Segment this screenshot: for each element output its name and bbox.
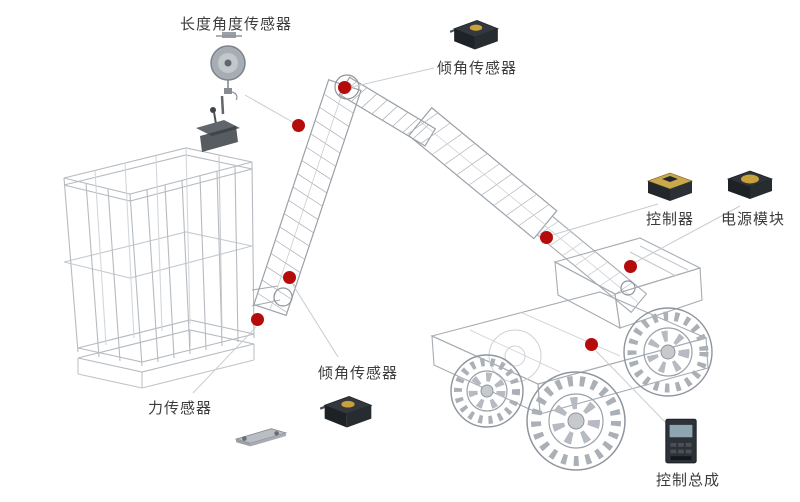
- wheel-front-left: [450, 354, 524, 428]
- marker-controller: [540, 231, 553, 244]
- label-tilt-sensor-top: 倾角传感器: [437, 60, 518, 77]
- wheel-rear-right: [623, 307, 713, 397]
- basket-console: [196, 95, 240, 152]
- draw-wire-sensor-icon: [210, 32, 246, 100]
- marker-control-assembly: [585, 338, 598, 351]
- label-tilt-sensor-bottom: 倾角传感器: [318, 365, 399, 382]
- riser-boom: [253, 78, 362, 317]
- control-panel-icon: [665, 418, 697, 464]
- label-force-sensor: 力传感器: [148, 400, 213, 417]
- wheel-rear-left: [526, 371, 626, 471]
- controller-module-icon: [646, 172, 694, 201]
- marker-force-sensor: [251, 313, 264, 326]
- callout-lines: [192, 67, 741, 428]
- power-module-icon: [726, 170, 774, 199]
- tilt-sensor-module-icon: [450, 19, 500, 50]
- label-length-angle-sensor: 长度角度传感器: [180, 16, 293, 33]
- telescopic-boom: [407, 106, 648, 314]
- marker-length-angle-sensor: [292, 119, 305, 132]
- label-control-assembly: 控制总成: [656, 472, 721, 489]
- tilt-sensor-module-icon: [320, 395, 373, 428]
- marker-tilt-sensor-bottom: [283, 271, 296, 284]
- marker-tilt-sensor-top: [338, 81, 351, 94]
- turntable: [553, 237, 703, 329]
- load-cell-icon: [234, 428, 288, 447]
- label-controller: 控制器: [646, 211, 695, 228]
- platform-basket: [63, 147, 281, 389]
- marker-power-module: [624, 260, 637, 273]
- label-power-module: 电源模块: [721, 211, 786, 228]
